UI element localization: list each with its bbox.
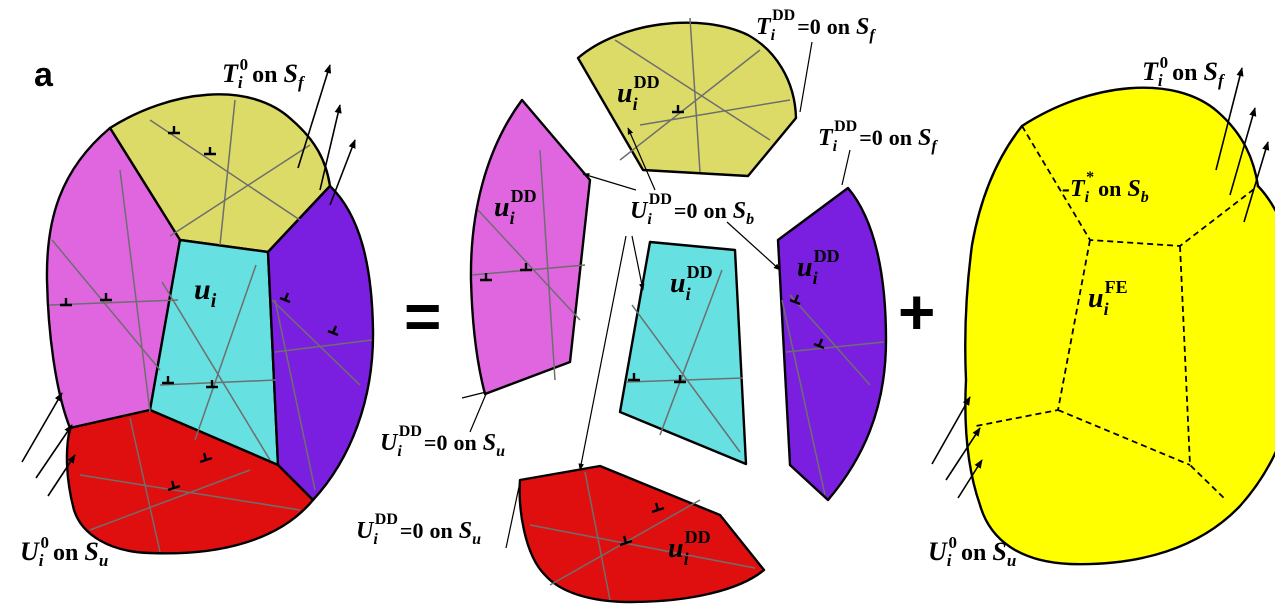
dd-subproblems: uiDD uiDD uiDD uiDD	[356, 7, 938, 604]
traction-arrows	[297, 64, 356, 206]
dd-magenta-disp-lead-2	[469, 393, 487, 433]
fe-yellow-body	[964, 86, 1275, 566]
dd-top-traction-lead	[799, 41, 813, 113]
dd-red-dislocations	[619, 502, 665, 547]
dd-yellow-grain	[576, 21, 798, 178]
dd-cyan-label: uiDD	[670, 262, 713, 304]
dd-red-disp-lead	[505, 481, 521, 549]
dislocation-symbols	[60, 126, 339, 492]
fe-displacement-arrows	[931, 396, 983, 499]
red-grain	[65, 408, 315, 555]
slip-planes	[49, 99, 373, 553]
dd-purple-slip-planes	[781, 294, 885, 496]
yellow-grain	[108, 93, 332, 254]
dd-cyan-slip-planes	[625, 269, 744, 453]
plus-sign: +	[898, 276, 935, 348]
dd-cyan-dislocations	[628, 373, 686, 384]
displacement-arrows	[21, 392, 76, 497]
purple-grain	[266, 184, 375, 502]
fe-grain-boundaries	[975, 125, 1259, 501]
dd-magenta-dislocations	[480, 263, 532, 282]
dd-yellow-slip-planes	[614, 17, 791, 173]
dd-magenta-grain	[469, 98, 592, 396]
dd-yellow-dislocation	[672, 105, 684, 114]
dd-right-traction-lead	[841, 149, 851, 186]
fe-traction-arrows	[1215, 67, 1270, 223]
dd-purple-grain	[776, 186, 888, 502]
equals-sign: =	[404, 280, 441, 352]
dd-purple-label: uiDD	[797, 246, 840, 288]
dd-red-label: uiDD	[668, 527, 711, 569]
dd-cyan-grain	[618, 240, 748, 466]
dd-purple-dislocations	[789, 294, 825, 350]
dd-magenta-label: uiDD	[494, 186, 537, 228]
interface-pointer-arrows	[578, 127, 781, 471]
dd-magenta-disp-lead	[461, 391, 487, 399]
fe-solution-label: uiFE	[1088, 277, 1128, 319]
dd-yellow-label: uiDD	[617, 72, 660, 114]
u-i-label: ui	[194, 273, 217, 312]
panel-label: a	[34, 56, 54, 94]
